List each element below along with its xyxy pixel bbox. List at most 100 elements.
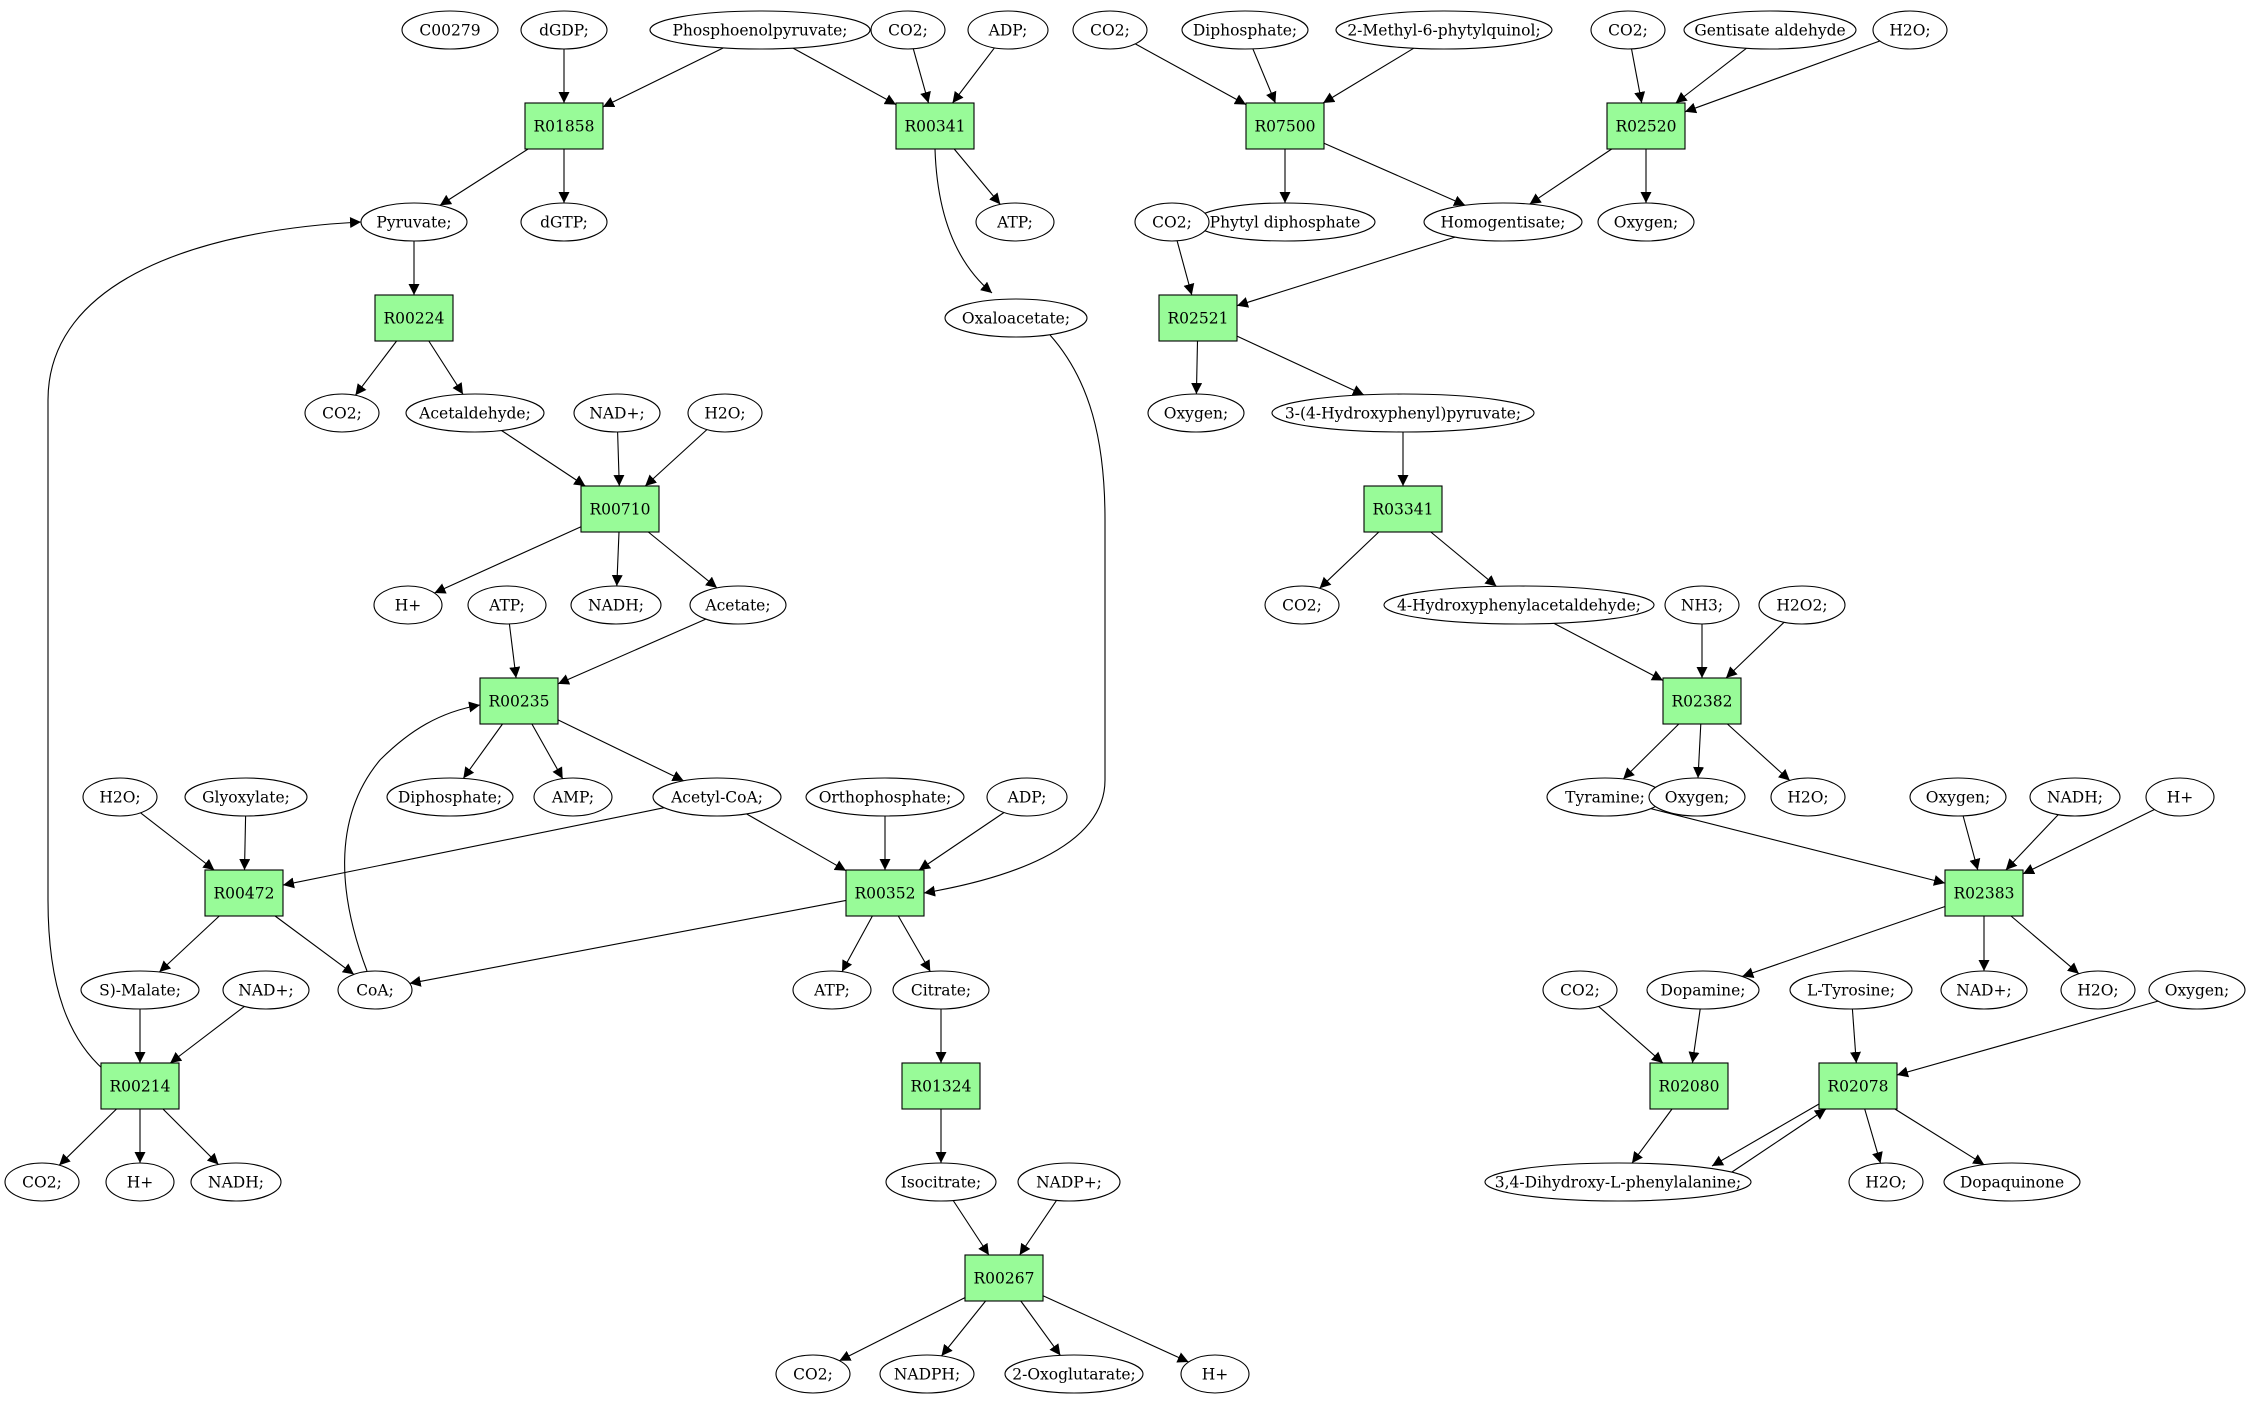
compound-node-phytyldiphosphate[interactable]: Phytyl diphosphate [1194, 202, 1376, 242]
compound-node-oxygen-a[interactable]: Oxygen; [1597, 202, 1695, 242]
compound-node-pyruvate[interactable]: Pyruvate; [360, 202, 468, 242]
edge-r02080-to-dopa [1631, 1108, 1673, 1164]
reaction-node-r00352[interactable]: R00352 [845, 869, 925, 917]
compound-node-dgdp[interactable]: dGDP; [520, 10, 608, 50]
reaction-node-r01324[interactable]: R01324 [901, 1062, 981, 1110]
compound-node-nadplus-c[interactable]: NAD+; [1940, 970, 2028, 1010]
compound-node-dopaquinone[interactable]: Dopaquinone [1943, 1162, 2081, 1202]
compound-node-atp-c[interactable]: ATP; [792, 970, 872, 1010]
compound-node-nadplus-b[interactable]: NAD+; [222, 970, 310, 1010]
reaction-node-r02080[interactable]: R02080 [1649, 1062, 1729, 1110]
reaction-node-r02521[interactable]: R02521 [1158, 294, 1238, 342]
compound-node-citrate[interactable]: Citrate; [892, 970, 990, 1010]
compound-node-h2o-f[interactable]: H2O; [1848, 1162, 1924, 1202]
reaction-node-r02520[interactable]: R02520 [1606, 102, 1686, 150]
compound-node-oxoglutarate[interactable]: 2-Oxoglutarate; [1004, 1354, 1144, 1394]
compound-node-dgtp[interactable]: dGTP; [520, 202, 608, 242]
reaction-label: R02080 [1659, 1078, 1720, 1096]
compound-node-diphosphate-a[interactable]: Diphosphate; [1181, 10, 1309, 50]
reaction-node-r07500[interactable]: R07500 [1245, 102, 1325, 150]
compound-node-acetate[interactable]: Acetate; [689, 585, 787, 625]
reaction-node-r02078[interactable]: R02078 [1818, 1062, 1898, 1110]
compound-node-atp-b[interactable]: ATP; [467, 585, 547, 625]
compound-ellipse [2029, 777, 2121, 817]
compound-node-dopa[interactable]: 3,4-Dihydroxy-L-phenylalanine; [1484, 1162, 1752, 1202]
edge-r07500-to-homogentisate [1323, 142, 1466, 206]
compound-node-acetaldehyde[interactable]: Acetaldehyde; [405, 393, 545, 433]
compound-node-h2o-b[interactable]: H2O; [687, 393, 763, 433]
compound-node-atp-a[interactable]: ATP; [975, 202, 1055, 242]
reaction-label: R00267 [974, 1270, 1035, 1288]
compound-node-adp-a[interactable]: ADP; [967, 10, 1049, 50]
compound-node-co2-a[interactable]: CO2; [870, 10, 946, 50]
compound-node-nadplus-a[interactable]: NAD+; [573, 393, 661, 433]
compound-node-hplus-c[interactable]: H+ [105, 1162, 175, 1202]
compound-node-hpaa[interactable]: 4-Hydroxyphenylacetaldehyde; [1383, 585, 1655, 625]
compound-node-acetylcoa[interactable]: Acetyl-CoA; [652, 777, 782, 817]
compound-node-oxygen-d[interactable]: Oxygen; [1909, 777, 2007, 817]
compound-node-glyoxylate[interactable]: Glyoxylate; [184, 777, 308, 817]
reaction-node-r00214[interactable]: R00214 [100, 1062, 180, 1110]
compound-node-co2-h[interactable]: CO2; [4, 1162, 80, 1202]
compound-node-co2-e[interactable]: CO2; [304, 393, 380, 433]
compound-node-oxygen-c[interactable]: Oxygen; [1648, 777, 1746, 817]
compound-node-h2o-d[interactable]: H2O; [1770, 777, 1846, 817]
compound-node-co2-g[interactable]: CO2; [1542, 970, 1618, 1010]
reaction-box [580, 485, 660, 533]
reaction-node-r00710[interactable]: R00710 [580, 485, 660, 533]
compound-node-methylphytylquinol[interactable]: 2-Methyl-6-phytylquinol; [1335, 10, 1553, 50]
compound-node-orthophosphate[interactable]: Orthophosphate; [805, 777, 965, 817]
compound-node-diphosphate-b[interactable]: Diphosphate; [386, 777, 514, 817]
compound-node-co2-b[interactable]: CO2; [1072, 10, 1148, 50]
reaction-node-r02383[interactable]: R02383 [1944, 869, 2024, 917]
reaction-node-r03341[interactable]: R03341 [1363, 485, 1443, 533]
reaction-node-r01858[interactable]: R01858 [524, 102, 604, 150]
edge-r00472-to-coa [274, 915, 355, 975]
compound-node-nadpplus[interactable]: NADP+; [1017, 1162, 1121, 1202]
compound-node-co2-d[interactable]: CO2; [1134, 202, 1210, 242]
compound-node-hplus-a[interactable]: H+ [373, 585, 443, 625]
compound-node-c00279[interactable]: C00279 [401, 10, 499, 50]
compound-node-ltyrosine[interactable]: L-Tyrosine; [1789, 970, 1913, 1010]
compound-node-nadh-b[interactable]: NADH; [2029, 777, 2121, 817]
compound-node-coa[interactable]: CoA; [337, 970, 413, 1010]
compound-node-isocitrate[interactable]: Isocitrate; [885, 1162, 997, 1202]
reaction-box [1606, 102, 1686, 150]
compound-node-co2-f[interactable]: CO2; [1264, 585, 1340, 625]
compound-node-oxygen-b[interactable]: Oxygen; [1147, 393, 1245, 433]
compound-node-co2-c[interactable]: CO2; [1590, 10, 1666, 50]
compound-label: Oxygen; [1926, 789, 1991, 807]
compound-node-oxygen-e[interactable]: Oxygen; [2148, 970, 2246, 1010]
compound-node-oxaloacetate[interactable]: Oxaloacetate; [944, 298, 1088, 338]
compound-node-gentisatealdehyde[interactable]: Gentisate aldehyde [1683, 10, 1857, 50]
compound-node-co2-i[interactable]: CO2; [775, 1354, 851, 1394]
compound-node-nadh-a[interactable]: NADH; [570, 585, 662, 625]
compound-node-hplus-b[interactable]: H+ [2145, 777, 2215, 817]
compound-node-hplus-d[interactable]: H+ [1180, 1354, 1250, 1394]
edge-phosphoenolpyruvate-to-r00341 [792, 47, 897, 106]
compound-node-h2o-a[interactable]: H2O; [1872, 10, 1948, 50]
compound-node-hpp[interactable]: 3-(4-Hydroxyphenyl)pyruvate; [1271, 393, 1535, 433]
compound-node-dopamine[interactable]: Dopamine; [1646, 970, 1760, 1010]
compound-node-amp[interactable]: AMP; [533, 777, 613, 817]
reaction-node-r00267[interactable]: R00267 [964, 1254, 1044, 1302]
compound-node-nadph[interactable]: NADPH; [879, 1354, 975, 1394]
compound-node-nh3[interactable]: NH3; [1664, 585, 1740, 625]
compound-node-h2o-c[interactable]: H2O; [82, 777, 158, 817]
compound-node-h2o2[interactable]: H2O2; [1758, 585, 1846, 625]
compound-node-smalate[interactable]: S)-Malate; [80, 970, 200, 1010]
reaction-node-r00341[interactable]: R00341 [895, 102, 975, 150]
reaction-node-r02382[interactable]: R02382 [1662, 677, 1742, 725]
reaction-box [479, 677, 559, 725]
compound-node-h2o-e[interactable]: H2O; [2060, 970, 2136, 1010]
compound-label: NADH; [588, 597, 644, 615]
compound-node-nadh-c[interactable]: NADH; [190, 1162, 282, 1202]
reaction-node-r00472[interactable]: R00472 [204, 869, 284, 917]
compound-node-adp-b[interactable]: ADP; [986, 777, 1068, 817]
edge-r00267-to-nadph [941, 1300, 987, 1357]
compound-node-phosphoenolpyruvate[interactable]: Phosphoenolpyruvate; [649, 10, 871, 50]
compound-node-tyramine[interactable]: Tyramine; [1546, 777, 1664, 817]
compound-node-homogentisate[interactable]: Homogentisate; [1423, 202, 1583, 242]
reaction-node-r00235[interactable]: R00235 [479, 677, 559, 725]
reaction-node-r00224[interactable]: R00224 [374, 294, 454, 342]
